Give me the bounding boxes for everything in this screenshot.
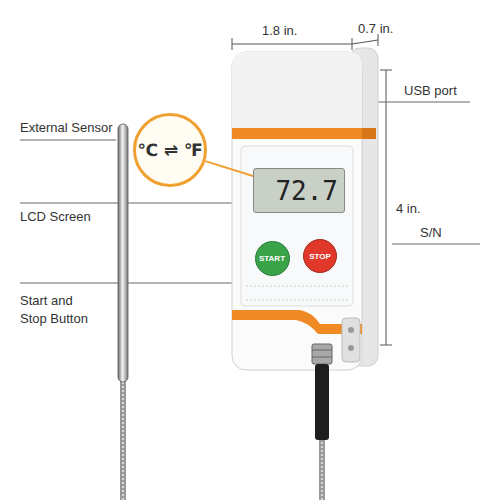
part-label: S/N	[420, 224, 442, 242]
start-button: START	[255, 241, 290, 276]
node-text: STOP	[309, 252, 331, 261]
node-text: ℃ ⇌ ℉	[137, 140, 202, 160]
part-label: USB port	[404, 82, 457, 100]
logger-housing	[232, 48, 378, 370]
magnifier-circle: ℃ ⇌ ℉	[133, 113, 207, 187]
lcd-screen: 72.7	[253, 168, 345, 213]
leader-connector	[205, 161, 253, 176]
cable-connector	[312, 344, 332, 500]
part-label: LCD Screen	[20, 208, 91, 226]
dimension-label: 0.7 in.	[358, 20, 393, 38]
node-text: START	[259, 254, 285, 263]
node-text: 72.7	[275, 176, 338, 206]
external-probe	[118, 124, 128, 500]
part-label: Start and Stop Button	[20, 292, 102, 328]
connector-line	[205, 161, 253, 176]
stop-button: STOP	[303, 239, 337, 273]
dimension-label: 1.8 in.	[262, 22, 297, 40]
dimension-label: 4 in.	[396, 200, 421, 218]
part-label: External Sensor	[20, 119, 113, 137]
